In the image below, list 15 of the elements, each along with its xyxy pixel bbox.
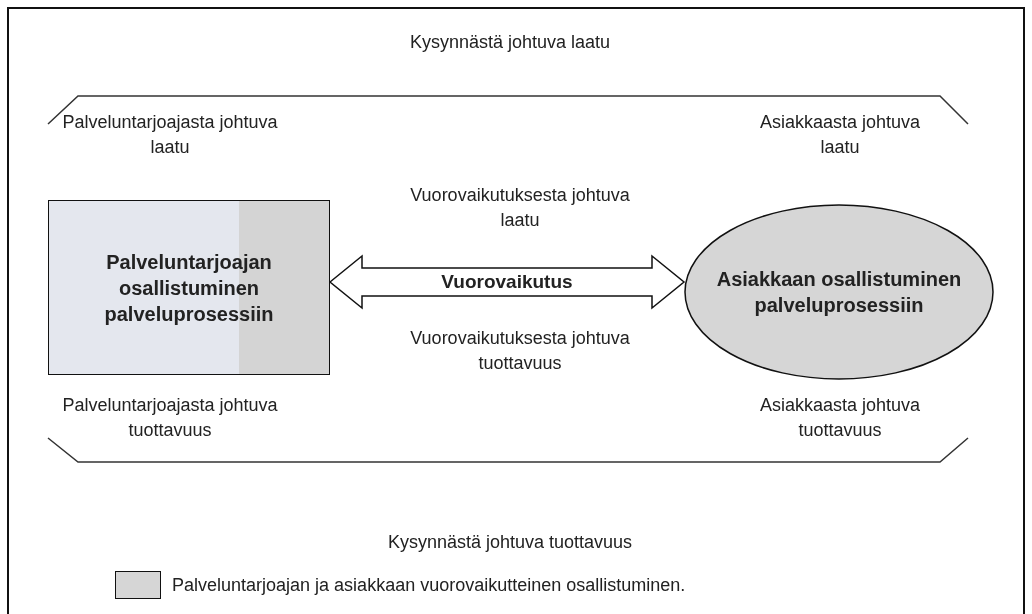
text-label: Palveluntarjoajasta johtuva laatu [61, 111, 279, 159]
text-label: Kysynnästä johtuva tuottavuus [386, 531, 634, 554]
edge-label: Vuorovaikutus [440, 270, 574, 294]
text-label: Vuorovaikutuksesta johtuva tuottavuus [409, 327, 631, 375]
process-box [48, 200, 330, 375]
text-label: Vuorovaikutuksesta johtuva laatu [409, 184, 631, 232]
text-label: Asiakkaasta johtuva laatu [758, 111, 922, 159]
legend-text: Palveluntarjoajan ja asiakkaan vuorovaikutteinen osallistuminen. [172, 574, 686, 597]
text-label: Asiakkaasta johtuva tuottavuus [758, 394, 922, 442]
node-text: Asiakkaan osallistuminen palveluprosessiin [715, 267, 963, 318]
text-label: Palveluntarjoajasta johtuva tuottavuus [61, 394, 279, 442]
node-text: Palveluntarjoajan osallistuminen palveluprosessiin [103, 249, 275, 327]
double-arrow [328, 254, 686, 310]
text-label: Kysynnästä johtuva laatu [408, 31, 612, 54]
process-ellipse [684, 204, 994, 380]
